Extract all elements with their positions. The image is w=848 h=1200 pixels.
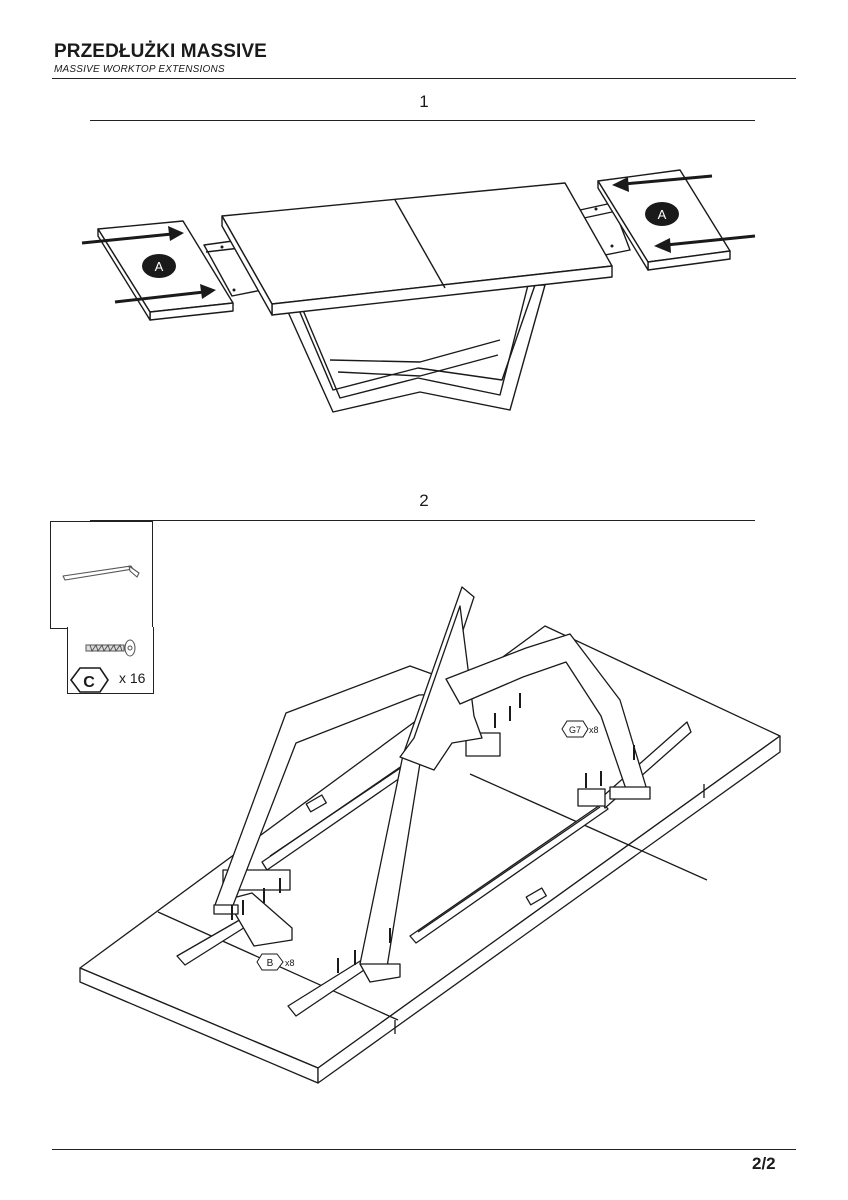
step-2-number: 2	[419, 491, 429, 510]
parts-box: C	[67, 627, 154, 694]
allen-key-icon	[62, 565, 140, 581]
svg-text:x8: x8	[285, 958, 295, 968]
bolts-step-2	[231, 693, 635, 973]
insert-arrows	[81, 174, 756, 304]
svg-text:B: B	[267, 958, 274, 969]
table-leg-frame-folded	[213, 586, 651, 983]
svg-text:A: A	[155, 259, 164, 274]
document-subtitle: MASSIVE WORKTOP EXTENSIONS	[54, 64, 225, 75]
step-2-illustration	[79, 586, 781, 1084]
svg-text:C: C	[83, 674, 95, 691]
tool-box	[50, 521, 153, 629]
footer-divider	[52, 1149, 796, 1150]
svg-text:A: A	[658, 207, 667, 222]
part-a-badge-right: A	[645, 202, 679, 226]
document-title: PRZEDŁUŻKI MASSIVE	[54, 41, 267, 62]
part-c-hex: C	[70, 667, 109, 693]
part-c-quantity: x 16	[119, 670, 146, 686]
bolt-b-callout: B x8	[256, 953, 295, 971]
page-number: 2/2	[752, 1154, 776, 1173]
tabletop	[221, 182, 613, 316]
bolt-icon: C	[70, 639, 136, 693]
svg-text:x8: x8	[589, 725, 599, 735]
step-1-number: 1	[419, 92, 429, 111]
frame-rail-right	[409, 802, 609, 944]
step-1-divider	[90, 120, 755, 121]
tabletop-underside	[79, 625, 781, 1084]
svg-text:G7: G7	[569, 725, 581, 735]
part-a-badge-left: A	[142, 254, 176, 278]
header-divider	[52, 78, 796, 79]
bolt-g7-callout: G7 x8	[561, 720, 599, 738]
step-2-divider	[90, 520, 755, 521]
